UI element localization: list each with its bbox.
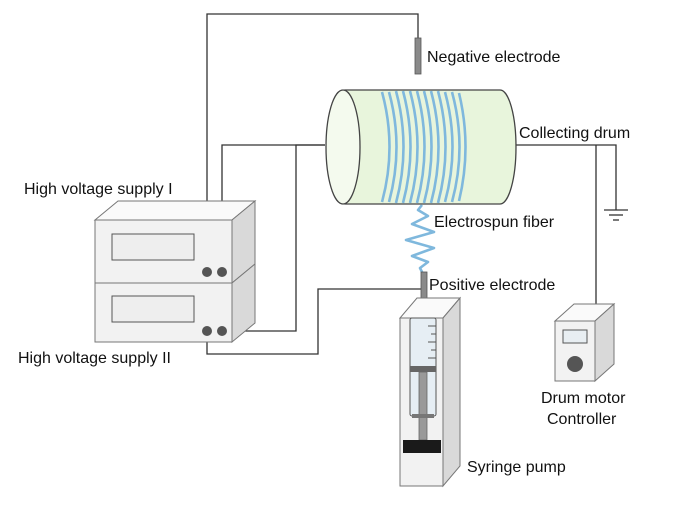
collecting-drum [325,89,517,205]
ground-symbol-icon [604,209,628,221]
electrospun-fiber-whip [404,204,436,277]
label-electrospun-fiber: Electrospun fiber [434,214,555,231]
negative-electrode-rod [414,37,422,75]
wire-drum-to-supply-2 [222,144,325,332]
wire-drum-ground [514,144,617,210]
high-voltage-supply-1 [93,199,257,285]
label-drum-motor-line2: Controller [547,411,617,428]
controller-knob-icon [567,356,583,372]
label-drum-motor-line1: Drum motor [541,390,626,407]
syringe-pump-pusher [403,440,441,453]
supply-1-terminal-negative [202,267,212,277]
supply-2-terminal-negative [202,326,212,336]
label-high-voltage-supply-2: High voltage supply II [18,350,171,367]
label-syringe-pump: Syringe pump [467,459,566,476]
wiring [206,13,617,355]
fiber-windings [380,90,467,204]
supply-1-display [111,233,195,261]
supply-1-terminal-positive [217,267,227,277]
syringe-pump [398,296,462,488]
supply-2-terminal-positive [217,326,227,336]
syringe-plunger-rod [418,371,428,441]
label-high-voltage-supply-1: High voltage supply I [24,181,173,198]
high-voltage-supply-2 [94,262,256,344]
controller-display [562,329,588,344]
syringe-plunger-head [410,366,436,372]
drum-left-end [325,89,361,205]
label-collecting-drum: Collecting drum [519,125,630,142]
wire-positive-electrode [206,288,424,355]
label-negative-electrode: Negative electrode [427,49,561,66]
label-positive-electrode: Positive electrode [429,277,555,294]
drum-motor-controller [553,302,616,383]
wire-negative-electrode [206,13,419,272]
supply-2-display [111,295,195,323]
